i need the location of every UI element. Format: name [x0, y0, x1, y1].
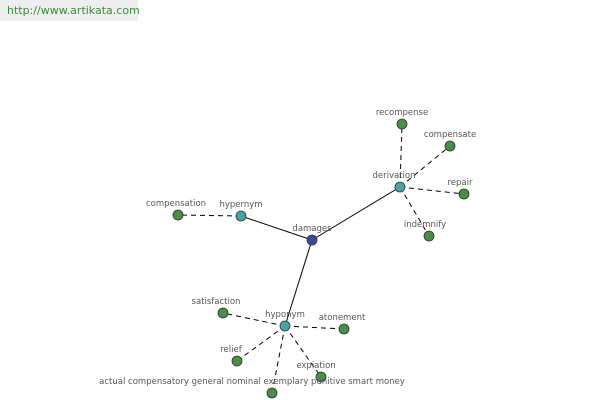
node-label-derivation[interactable]: derivation [372, 171, 415, 181]
edge-derivation-indemnify [399, 186, 430, 237]
edge-hyponym-satisfaction [222, 312, 286, 327]
node-compensation[interactable] [172, 209, 184, 221]
edge-derivation-repair [399, 186, 465, 195]
node-derivation[interactable] [394, 181, 406, 193]
node-recompense[interactable] [396, 118, 408, 130]
node-atonement[interactable] [338, 323, 350, 335]
site-url-text[interactable]: http://www.artikata.com [7, 4, 140, 17]
nodes-layer [172, 118, 470, 399]
node-label-damages[interactable]: damages [292, 224, 332, 234]
node-label-atonement[interactable]: atonement [319, 313, 366, 323]
node-relief[interactable] [231, 355, 243, 367]
edge-derivation-recompense [399, 123, 403, 188]
node-hypernym[interactable] [235, 210, 247, 222]
node-label-relief[interactable]: relief [220, 345, 242, 355]
node-expiation[interactable] [315, 371, 327, 383]
node-repair[interactable] [458, 188, 470, 200]
site-url-banner[interactable]: http://www.artikata.com [0, 0, 140, 21]
edge-damages-hypernym [240, 215, 313, 241]
node-label-hypernym[interactable]: hypernym [219, 200, 262, 210]
node-label-repair[interactable]: repair [448, 178, 474, 188]
node-label-hyponym[interactable]: hyponym [265, 310, 305, 320]
edge-hypernym-compensation [177, 214, 242, 217]
node-label-expiation[interactable]: expiation [296, 361, 335, 371]
edge-hyponym-expiation [284, 325, 322, 378]
node-hyponym[interactable] [279, 320, 291, 332]
node-label-compensation[interactable]: compensation [146, 199, 206, 209]
node-label-satisfaction[interactable]: satisfaction [192, 297, 241, 307]
node-damages[interactable] [306, 234, 318, 246]
edge-hyponym-relief [236, 325, 286, 362]
edges-layer [177, 123, 465, 394]
node-label-indemnify[interactable]: indemnify [404, 220, 446, 230]
node-label-compensate[interactable]: compensate [424, 130, 476, 140]
edge-hyponym-money-types [271, 325, 286, 394]
edge-hyponym-atonement [284, 325, 345, 330]
edge-damages-hyponym [284, 239, 313, 327]
node-compensate[interactable] [444, 140, 456, 152]
node-label-recompense[interactable]: recompense [376, 108, 428, 118]
labels-layer: damages hypernym derivation hyponym compensa… [99, 108, 476, 387]
edge-derivation-compensate [399, 145, 451, 188]
node-indemnify[interactable] [423, 230, 435, 242]
edge-damages-derivation [311, 186, 401, 241]
node-money-types[interactable] [266, 387, 278, 399]
node-satisfaction[interactable] [217, 307, 229, 319]
node-label-money-types[interactable]: actual compensatory general nominal exem… [99, 377, 405, 387]
